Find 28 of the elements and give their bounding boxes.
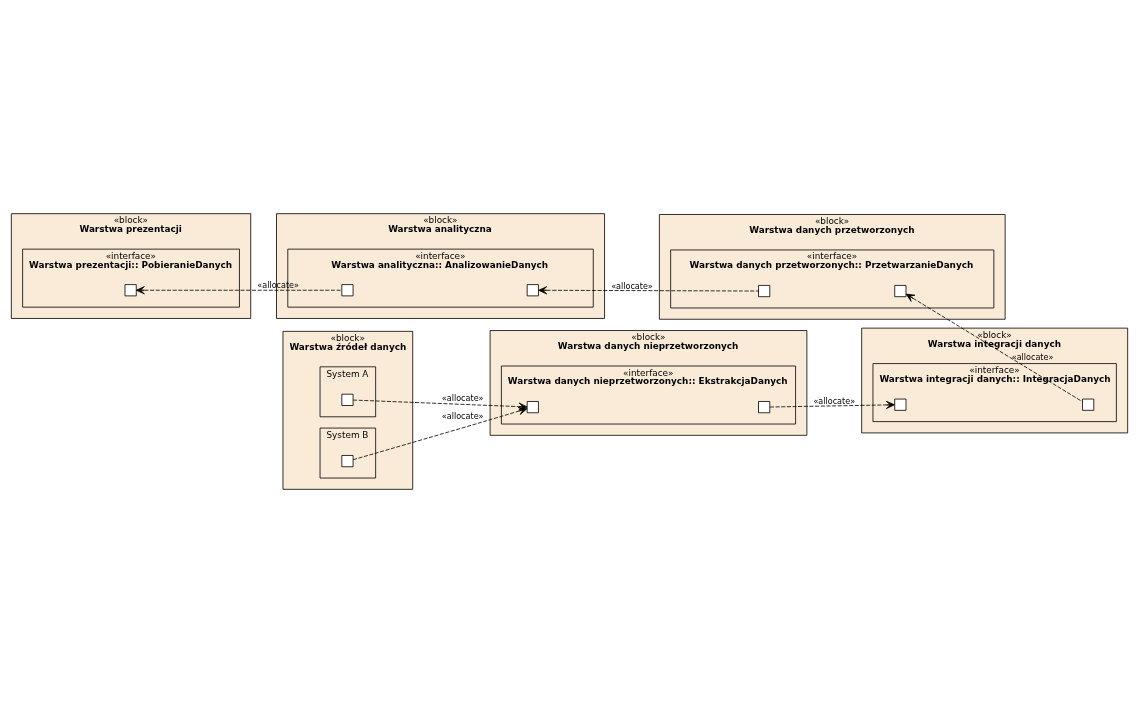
cluster: «interface» Warstwa prezentacji:: PobieranieDanych [22, 248, 240, 308]
node-box [758, 400, 771, 413]
arrow [135, 285, 342, 294]
arrow [905, 293, 1083, 402]
node-box [1082, 398, 1095, 411]
cluster: System B [319, 427, 377, 478]
node-box [341, 393, 354, 406]
arrow [352, 399, 528, 411]
edge-label: «allocate» [813, 396, 856, 406]
edge-label: «allocate» [441, 411, 484, 421]
cluster: «interface» Warstwa danych nieprzetworzonych:: EkstrakcjaDanych [501, 365, 796, 424]
cluster: «interface» Warstwa integracji danych:: IntegracjaDanych [872, 362, 1117, 422]
node-box [526, 400, 539, 413]
arrow [538, 285, 759, 294]
node-box [341, 283, 354, 296]
arrow [769, 400, 895, 409]
node-box [894, 284, 907, 297]
edge-label: «allocate» [611, 281, 653, 291]
node-box [758, 284, 771, 297]
edge-label: «allocate» [441, 393, 484, 403]
edge-label: «allocate» [1011, 352, 1054, 362]
cluster: System A [319, 365, 377, 417]
arrow [352, 406, 528, 460]
node-box [341, 454, 354, 467]
cluster: «interface» Warstwa danych przetworzonych:: PrzetwarzanieDanych [670, 249, 995, 308]
node-box [124, 283, 137, 296]
node-box [526, 283, 539, 296]
node-box [894, 398, 907, 411]
